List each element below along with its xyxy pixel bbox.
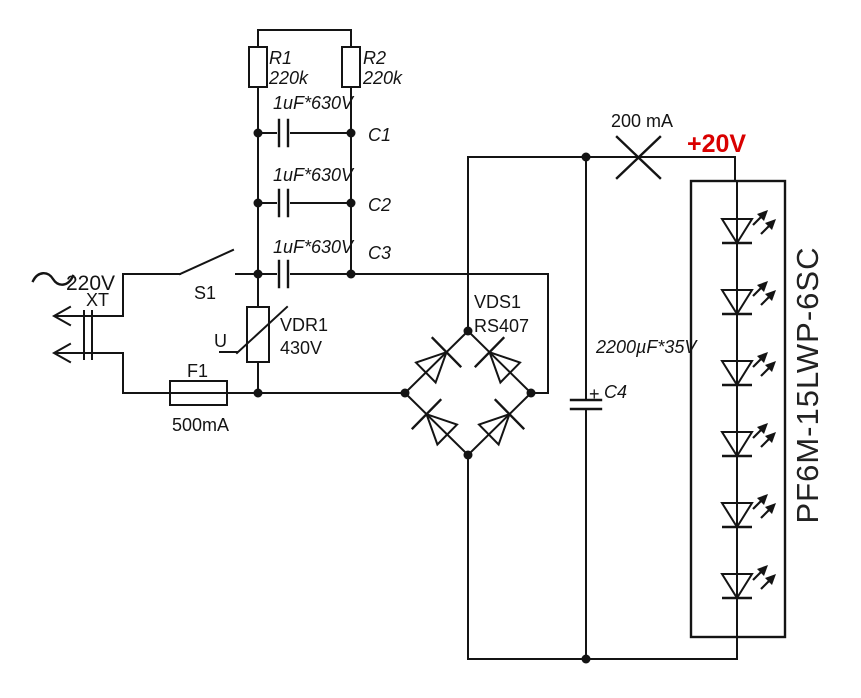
output-annotations: 200 mA +20V	[611, 111, 746, 180]
varistor-designator: VDR1	[280, 315, 328, 335]
bridge-diamond-wire	[403, 329, 533, 457]
led-icon	[722, 423, 776, 456]
junction-dots	[253, 128, 591, 664]
bridge-rectifier-vds1: VDS1 RS407	[403, 292, 533, 457]
capacitor-value: 1uF*630V	[273, 237, 355, 257]
resistor-r1: R1 220k	[248, 46, 309, 88]
capacitor-c2: 1uF*630V C2	[257, 165, 391, 218]
fuse-designator: F1	[187, 361, 208, 381]
switch-s1: S1	[178, 248, 259, 303]
led-icon	[722, 494, 776, 527]
led-icon	[722, 565, 776, 598]
switch-designator: S1	[194, 283, 216, 303]
ac-tilde-icon	[31, 272, 75, 286]
varistor-stroke-icon	[219, 305, 289, 355]
capacitor-designator: C1	[368, 125, 391, 145]
capacitor-designator: C2	[368, 195, 391, 215]
varistor-vdr1: U VDR1 430V	[214, 273, 328, 394]
capacitor-plates-icon	[277, 188, 290, 218]
capacitor-c4: + C4 2200µF*35V	[569, 156, 698, 660]
varistor-u-label: U	[214, 331, 227, 351]
ac-voltage-label: 220V	[66, 272, 115, 295]
bridge-part-number: RS407	[474, 316, 529, 336]
capacitor-polarity: +	[589, 384, 600, 404]
ac-line-top-wire	[350, 273, 549, 394]
led-icon	[722, 281, 776, 314]
led-icon	[722, 352, 776, 385]
capacitor-value: 2200µF*35V	[595, 337, 698, 357]
resistor-body-icon	[341, 46, 361, 88]
capacitor-value: 1uF*630V	[273, 165, 355, 185]
resistor-value: 220k	[362, 68, 403, 88]
fuse-rating: 500mA	[172, 415, 229, 435]
capacitor-c3: 1uF*630V C3	[257, 237, 391, 289]
connector-label: XT	[86, 290, 109, 310]
capacitor-plates-icon	[277, 118, 290, 148]
dc-negative-wire	[467, 454, 738, 660]
capacitor-plates-icon	[277, 259, 290, 289]
varistor-body-icon	[246, 306, 270, 363]
output-voltage-label: +20V	[687, 130, 746, 158]
capacitor-value: 1uF*630V	[273, 93, 355, 113]
capacitor-plates-icon	[569, 398, 603, 411]
current-break-icon	[615, 135, 662, 180]
varistor-value: 430V	[280, 338, 322, 358]
dc-positive-wire	[467, 156, 736, 332]
led-icon	[722, 210, 776, 243]
resistor-body-icon	[248, 46, 268, 88]
switch-blade-icon	[178, 248, 235, 276]
resistor-value: 220k	[268, 68, 309, 88]
resistor-designator: R1	[269, 48, 292, 68]
capacitor-designator: C3	[368, 243, 391, 263]
plug-connector-xt-icon	[51, 273, 181, 394]
dropper-section: R1 220k R2 220k 1uF*630V C1 1uF*630V C2 …	[248, 29, 403, 289]
resistor-r2: R2 220k	[341, 46, 403, 88]
led-module-part-number: PF6M-15LWP-6SC	[790, 247, 825, 524]
fuse-f1: F1 500mA	[169, 361, 259, 435]
capacitor-designator: C4	[604, 382, 627, 402]
top-loop-wire	[257, 29, 352, 48]
led-module: PF6M-15LWP-6SC	[689, 179, 825, 639]
capacitor-c1: 1uF*630V C1	[257, 93, 391, 148]
output-current-label: 200 mA	[611, 111, 673, 131]
bridge-designator: VDS1	[474, 292, 521, 312]
resistor-designator: R2	[363, 48, 386, 68]
ac-input-section: 220V XT	[31, 272, 181, 394]
